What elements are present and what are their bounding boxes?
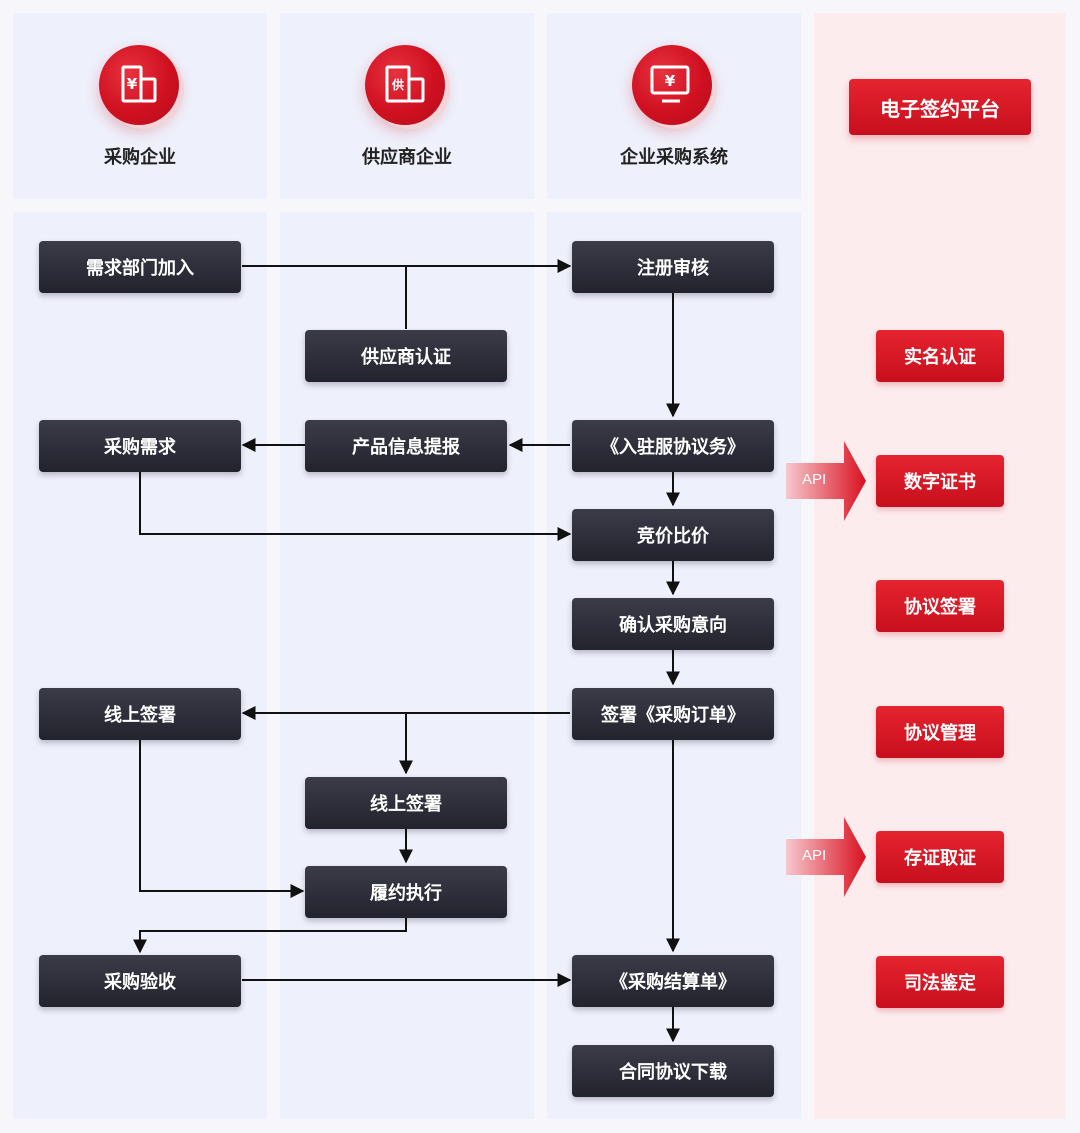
platform-item-judicial: 司法鉴定 [876, 956, 1004, 1008]
lane-title-platform: 电子签约平台 [849, 79, 1031, 135]
api-arrow-2: API [786, 817, 866, 897]
node-acceptance: 采购验收 [39, 955, 241, 1007]
api-label: API [802, 847, 827, 864]
node-product-info: 产品信息提报 [305, 420, 507, 472]
platform-item-certificate: 数字证书 [876, 455, 1004, 507]
node-entry-agreement: 《入驻服协议务》 [572, 420, 774, 472]
node-supplier-cert: 供应商认证 [305, 330, 507, 382]
node-sign-order: 签署《采购订单》 [572, 688, 774, 740]
arrow-buyer-sign-to-fulfill [139, 740, 305, 898]
platform-item-manage: 协议管理 [876, 706, 1004, 758]
platform-item-realname: 实名认证 [876, 330, 1004, 382]
node-supplier-online-sign: 线上签署 [305, 777, 507, 829]
building-yuan-icon: ¥ [99, 45, 179, 125]
arrow-need-to-bidding [139, 472, 572, 541]
api-arrow-1: API [786, 441, 866, 521]
arrow-fulfill-to-acceptance [133, 918, 407, 954]
node-settlement: 《采购结算单》 [572, 955, 774, 1007]
yuan-glyph: ¥ [127, 75, 138, 93]
supply-glyph: 供 [391, 77, 404, 92]
building-supply-icon: 供 [365, 45, 445, 125]
node-buyer-online-sign: 线上签署 [39, 688, 241, 740]
lane-platform [814, 13, 1066, 1119]
platform-item-evidence: 存证取证 [876, 831, 1004, 883]
node-demand-dept: 需求部门加入 [39, 241, 241, 293]
lane-title-supplier: 供应商企业 [362, 147, 452, 168]
platform-item-sign: 协议签署 [876, 580, 1004, 632]
node-fulfill: 履约执行 [305, 866, 507, 918]
node-purchase-need: 采购需求 [39, 420, 241, 472]
monitor-yuan-icon: ¥ [632, 45, 712, 125]
lane-title-system: 企业采购系统 [620, 147, 728, 168]
node-download: 合同协议下载 [572, 1045, 774, 1097]
node-reg-review: 注册审核 [572, 241, 774, 293]
node-bidding: 竞价比价 [572, 509, 774, 561]
lane-title-buyer: 采购企业 [104, 147, 176, 168]
node-confirm-intent: 确认采购意向 [572, 598, 774, 650]
yuan-glyph: ¥ [665, 72, 676, 90]
api-label: API [802, 471, 827, 488]
